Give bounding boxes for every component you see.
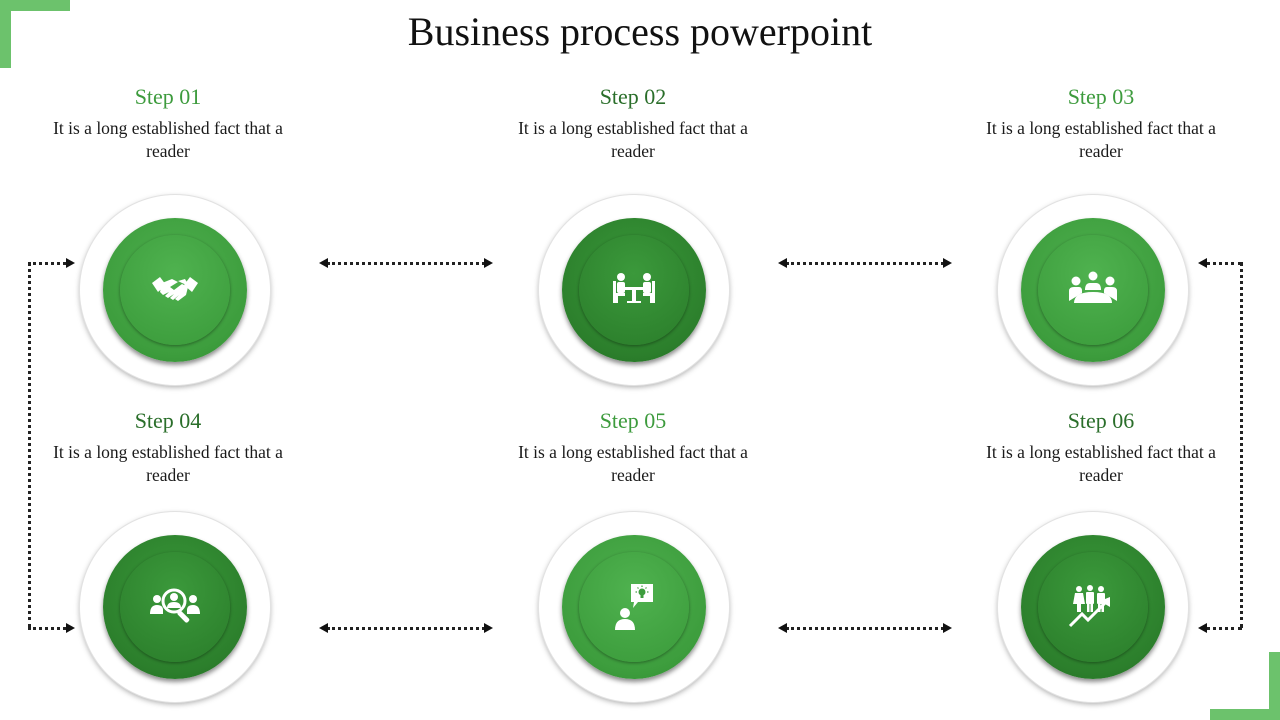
connector-left-vertical <box>28 262 31 628</box>
step-1-circle <box>80 195 270 385</box>
step-2-description: It is a long established fact that a rea… <box>518 118 748 161</box>
step-6-circle <box>998 512 1188 702</box>
connector-right-bottom <box>1206 627 1242 630</box>
connector-2-3-arrow-right <box>943 258 952 268</box>
connector-4-5-arrow-left <box>319 623 328 633</box>
step-4-description: It is a long established fact that a rea… <box>53 442 283 485</box>
step-5-circle <box>539 512 729 702</box>
connector-right-vertical <box>1240 262 1243 628</box>
team-search-icon <box>150 588 200 623</box>
step-4-text-block: Step 04 It is a long established fact th… <box>38 408 298 487</box>
meeting-table-icon <box>613 273 655 303</box>
connector-1-2-arrow-right <box>484 258 493 268</box>
corner-accent-top-left-vertical <box>0 0 11 68</box>
corner-accent-bottom-right-vertical <box>1269 652 1280 720</box>
step-5-heading: Step 05 <box>599 408 667 433</box>
connector-2-3-arrow-left <box>778 258 787 268</box>
step-4-heading: Step 04 <box>134 408 202 433</box>
step-3-circle <box>998 195 1188 385</box>
connector-5-6 <box>786 627 944 630</box>
connector-1-2-arrow-left <box>319 258 328 268</box>
connector-right-bottom-arrow <box>1198 623 1207 633</box>
connector-5-6-arrow-left <box>778 623 787 633</box>
group-table-icon <box>1069 271 1117 303</box>
connector-left-bottom-arrow <box>66 623 75 633</box>
corner-accent-bottom-right-horizontal <box>1210 709 1280 720</box>
connector-5-6-arrow-right <box>943 623 952 633</box>
step-1-heading: Step 01 <box>134 84 202 109</box>
connector-left-top-arrow <box>66 258 75 268</box>
step-2-heading: Step 02 <box>599 84 667 109</box>
step-3-text-block: Step 03 It is a long established fact th… <box>971 84 1231 163</box>
step-3-heading: Step 03 <box>1067 84 1135 109</box>
step-5-description: It is a long established fact that a rea… <box>518 442 748 485</box>
step-2-circle <box>539 195 729 385</box>
corner-accent-top-left-horizontal <box>0 0 70 11</box>
connector-4-5 <box>327 627 485 630</box>
handshake-icon <box>152 277 198 301</box>
connector-1-2 <box>327 262 485 265</box>
step-2-text-block: Step 02 It is a long established fact th… <box>503 84 763 163</box>
connector-left-top <box>28 262 66 265</box>
connector-right-top <box>1206 262 1242 265</box>
idea-speech-icon <box>615 584 653 630</box>
team-growth-icon <box>1068 585 1110 628</box>
connector-left-bottom <box>28 627 66 630</box>
step-6-description: It is a long established fact that a rea… <box>986 442 1216 485</box>
step-6-text-block: Step 06 It is a long established fact th… <box>971 408 1231 487</box>
step-6-heading: Step 06 <box>1067 408 1135 433</box>
connector-4-5-arrow-right <box>484 623 493 633</box>
step-3-description: It is a long established fact that a rea… <box>986 118 1216 161</box>
step-1-description: It is a long established fact that a rea… <box>53 118 283 161</box>
connector-2-3 <box>786 262 944 265</box>
step-5-text-block: Step 05 It is a long established fact th… <box>503 408 763 487</box>
step-4-circle <box>80 512 270 702</box>
slide-title: Business process powerpoint <box>407 9 873 54</box>
connector-right-top-arrow <box>1198 258 1207 268</box>
step-1-text-block: Step 01 It is a long established fact th… <box>38 84 298 163</box>
